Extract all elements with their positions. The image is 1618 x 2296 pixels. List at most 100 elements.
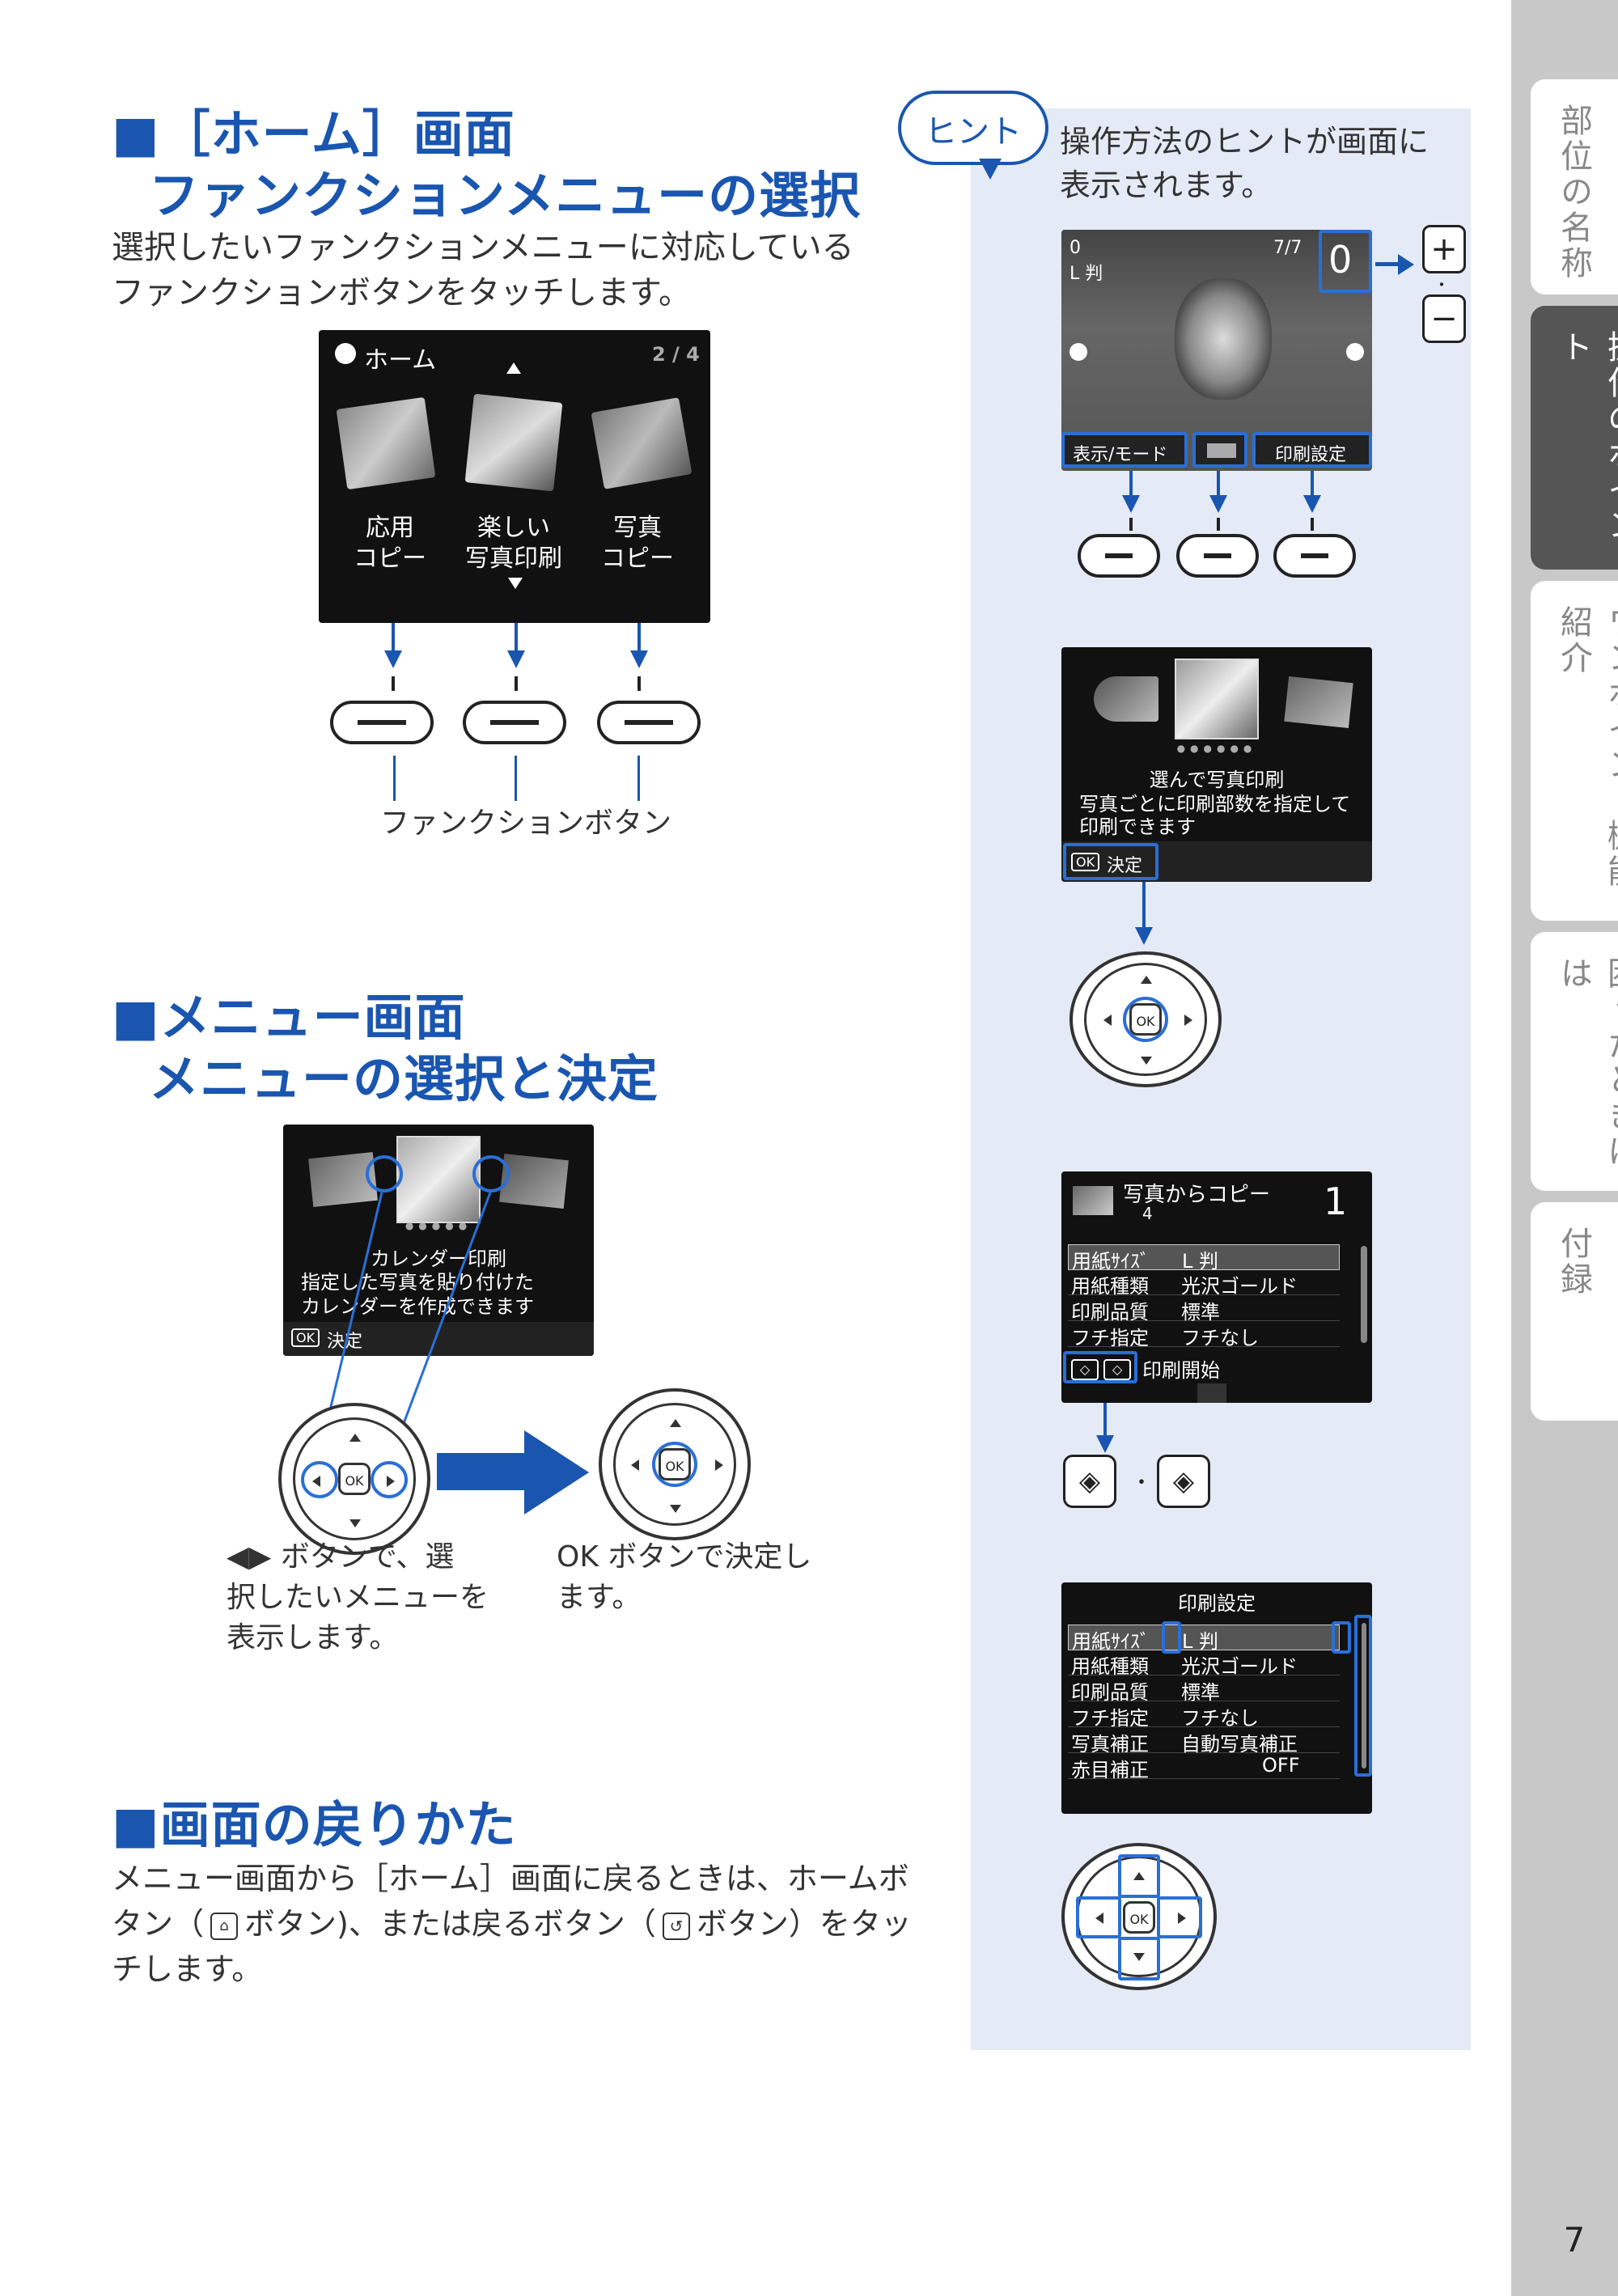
settings-row-red-eye[interactable]: 赤目補正 OFF (1068, 1754, 1340, 1781)
color-start-button[interactable]: ◈ (1063, 1455, 1116, 1508)
right-arrow-icon (715, 1459, 723, 1471)
dog-photo (1175, 278, 1272, 400)
separator-dot-2: ・ (1131, 1471, 1153, 1495)
tick (1311, 518, 1314, 531)
dpad-ok[interactable]: OK (599, 1388, 751, 1540)
ok-button[interactable]: OK (338, 1463, 371, 1495)
hint-dpad-ok[interactable]: OK (1069, 951, 1222, 1087)
arrow-down-icon (1209, 495, 1227, 513)
hint-function-button-center[interactable] (1176, 534, 1259, 578)
menu-name: カレンダー印刷 (371, 1248, 506, 1270)
caption-left: ◀▶ ボタンで、選 択したいメニューを 表示します。 (227, 1540, 489, 1654)
right-button-highlight[interactable] (371, 1461, 408, 1498)
menu-thumb-center (396, 1136, 481, 1223)
photo-copy-copies: 1 (1324, 1180, 1348, 1223)
hint-function-button-right[interactable] (1273, 534, 1356, 578)
hint-badge-tail (979, 159, 1002, 180)
hint-function-button-left[interactable] (1078, 534, 1160, 578)
scrollbar[interactable] (1361, 1246, 1367, 1343)
tick (1217, 518, 1220, 531)
minus-button[interactable]: − (1422, 294, 1466, 343)
menu-row-print-quality[interactable]: 印刷品質 標準 (1068, 1296, 1340, 1324)
caption-leader (515, 756, 517, 801)
carousel-thumb-left (1094, 676, 1158, 722)
settings-row-paper-size[interactable]: 用紙ｻｲｽﾞ L 判 (1068, 1625, 1340, 1653)
hint-dpad-cross[interactable]: OK (1061, 1843, 1217, 1990)
settings-right-highlight (1332, 1621, 1351, 1654)
settings-row-print-quality[interactable]: 印刷品質 標準 (1068, 1676, 1340, 1704)
print-start-label: 印刷開始 (1142, 1359, 1220, 1382)
bw-start-button[interactable]: ◈ (1157, 1455, 1210, 1508)
page-number: 7 (1563, 2220, 1586, 2260)
left-arrow-highlight (366, 1155, 403, 1192)
arrow-down-icon (1096, 1435, 1114, 1453)
settings-scrollbar[interactable] (1362, 1623, 1366, 1769)
func-item-fun-photo: 楽しい 写真印刷 (465, 514, 562, 573)
settings-row-photo-fix[interactable]: 写真補正 自動写真補正 (1068, 1728, 1340, 1756)
settings-row-border[interactable]: フチ指定 フチなし (1068, 1702, 1340, 1730)
carousel-thumb-center (1175, 659, 1259, 739)
carousel-thumb-right (1284, 676, 1353, 729)
photo-copy-count: 4 (1142, 1204, 1153, 1223)
ok-button[interactable]: OK (659, 1448, 691, 1481)
arrow-down-icon (1303, 495, 1321, 513)
zoom-icon (1197, 1383, 1226, 1403)
arrow-line (637, 623, 641, 652)
up-arrow-icon (1141, 976, 1152, 984)
ok-button[interactable]: OK (1123, 1901, 1155, 1934)
func-item-applied-copy: 応用 コピー (354, 514, 426, 573)
ok-button-highlight (652, 1442, 697, 1487)
image-tab (1192, 432, 1247, 468)
ok-button-highlight (1123, 997, 1168, 1042)
left-arrow-icon (631, 1459, 639, 1471)
caption-leader (393, 756, 396, 801)
function-button-left[interactable] (330, 701, 434, 744)
photo-paper-size: L 判 (1069, 264, 1103, 284)
menu-row-border[interactable]: フチ指定 フチなし (1068, 1322, 1340, 1349)
tab-one-point-features[interactable]: ワンポイント機能紹介 (1531, 581, 1618, 921)
up-arrow-icon (1133, 1872, 1145, 1880)
flow-arrow-icon (524, 1430, 589, 1514)
right-arrow-highlight (472, 1155, 510, 1192)
home-page-indicator: 2 / 4 (652, 343, 700, 366)
dpad-left-right[interactable]: OK (278, 1403, 430, 1555)
left-button-highlight[interactable] (301, 1461, 338, 1498)
down-button-highlight (1118, 1937, 1160, 1980)
section3-body-2: タン（⌂ボタン)、または戻るボタン（↺ボタン）をタッ (112, 1906, 912, 1942)
section1-subtitle: ファンクションメニューの選択 (149, 166, 862, 225)
menu-row-paper-size[interactable]: 用紙ｻｲｽﾞ L 判 (1068, 1244, 1340, 1273)
tab-operation-points[interactable]: 操作のポイント (1531, 306, 1618, 570)
func-item-photo-copy: 写真 コピー (601, 514, 674, 573)
plus-button[interactable]: + (1422, 225, 1466, 273)
tick (515, 676, 518, 691)
settings-row-paper-type[interactable]: 用紙種類 光沢ゴールド (1068, 1650, 1340, 1678)
tab-appendix[interactable]: 付録 (1531, 1202, 1618, 1421)
home-button-icon: ⌂ (210, 1912, 239, 1940)
section3-body-3: チします。 (112, 1951, 263, 1987)
tab-part-names[interactable]: 部位の名称 (1531, 79, 1618, 294)
ok-text: 決定 (1107, 856, 1143, 876)
function-button-center[interactable] (463, 701, 566, 744)
tab-troubleshooting[interactable]: 困ったときには (1531, 932, 1618, 1191)
photo-copy-thumbnail (591, 397, 693, 489)
tick (637, 676, 641, 691)
section3-title: ■画面の戻りかた (112, 1795, 517, 1854)
menu-row-paper-type[interactable]: 用紙種類 光沢ゴールド (1068, 1270, 1340, 1298)
menu-screen: ●●●●● カレンダー印刷 指定した写真を貼り付けた カレンダーを作成できます … (283, 1125, 594, 1356)
ok-button[interactable]: OK (1129, 1003, 1162, 1036)
print-settings-screen: 印刷設定 用紙ｻｲｽﾞ L 判 用紙種類 光沢ゴールド 印刷品質 標準 フチ指定… (1061, 1582, 1372, 1814)
photo-copy-title: 写真からコピー (1123, 1183, 1271, 1207)
plus-arrow-line (1375, 262, 1400, 266)
arrow-down-icon (384, 650, 402, 668)
settings-left-highlight (1162, 1621, 1181, 1654)
section1-body-2: ファンクションボタンをタッチします。 (112, 274, 691, 311)
arrow-down-icon (630, 650, 648, 668)
display-mode-tab: 表示/モード (1061, 432, 1188, 468)
arrow-down-icon (1135, 927, 1153, 945)
up-arrow-icon (349, 1434, 361, 1442)
ok-footer-highlight: OK 決定 (1063, 843, 1158, 880)
function-button-right[interactable] (597, 701, 701, 744)
carousel-dots: ●●●●●● (1176, 743, 1257, 754)
separator-dot: ・ (1434, 275, 1450, 294)
arrow-line (392, 623, 395, 652)
